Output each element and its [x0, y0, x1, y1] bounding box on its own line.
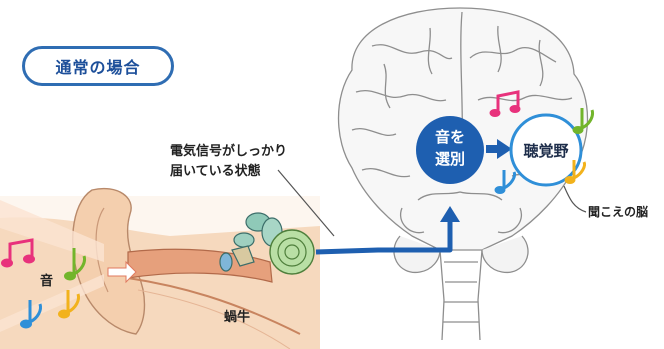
- page-title: 通常の場合: [22, 46, 174, 86]
- auditory-cortex-label: 聴覚野: [523, 140, 568, 161]
- cochlea-label: 蝸牛: [224, 306, 250, 325]
- signal-note-line1: 電気信号がしっかり: [170, 142, 287, 162]
- hearing-brain-label: 聞こえの脳: [588, 203, 648, 220]
- ear-illustration: [0, 189, 320, 349]
- sort-label-line1: 音を: [435, 126, 465, 147]
- signal-note-line2: 届いている状態: [170, 162, 261, 182]
- hearing-brain-leader-line: [564, 186, 586, 212]
- sort-label-line2: 選別: [435, 148, 465, 169]
- sound-label: 音: [40, 270, 53, 289]
- cochlea-illustration: [270, 230, 314, 274]
